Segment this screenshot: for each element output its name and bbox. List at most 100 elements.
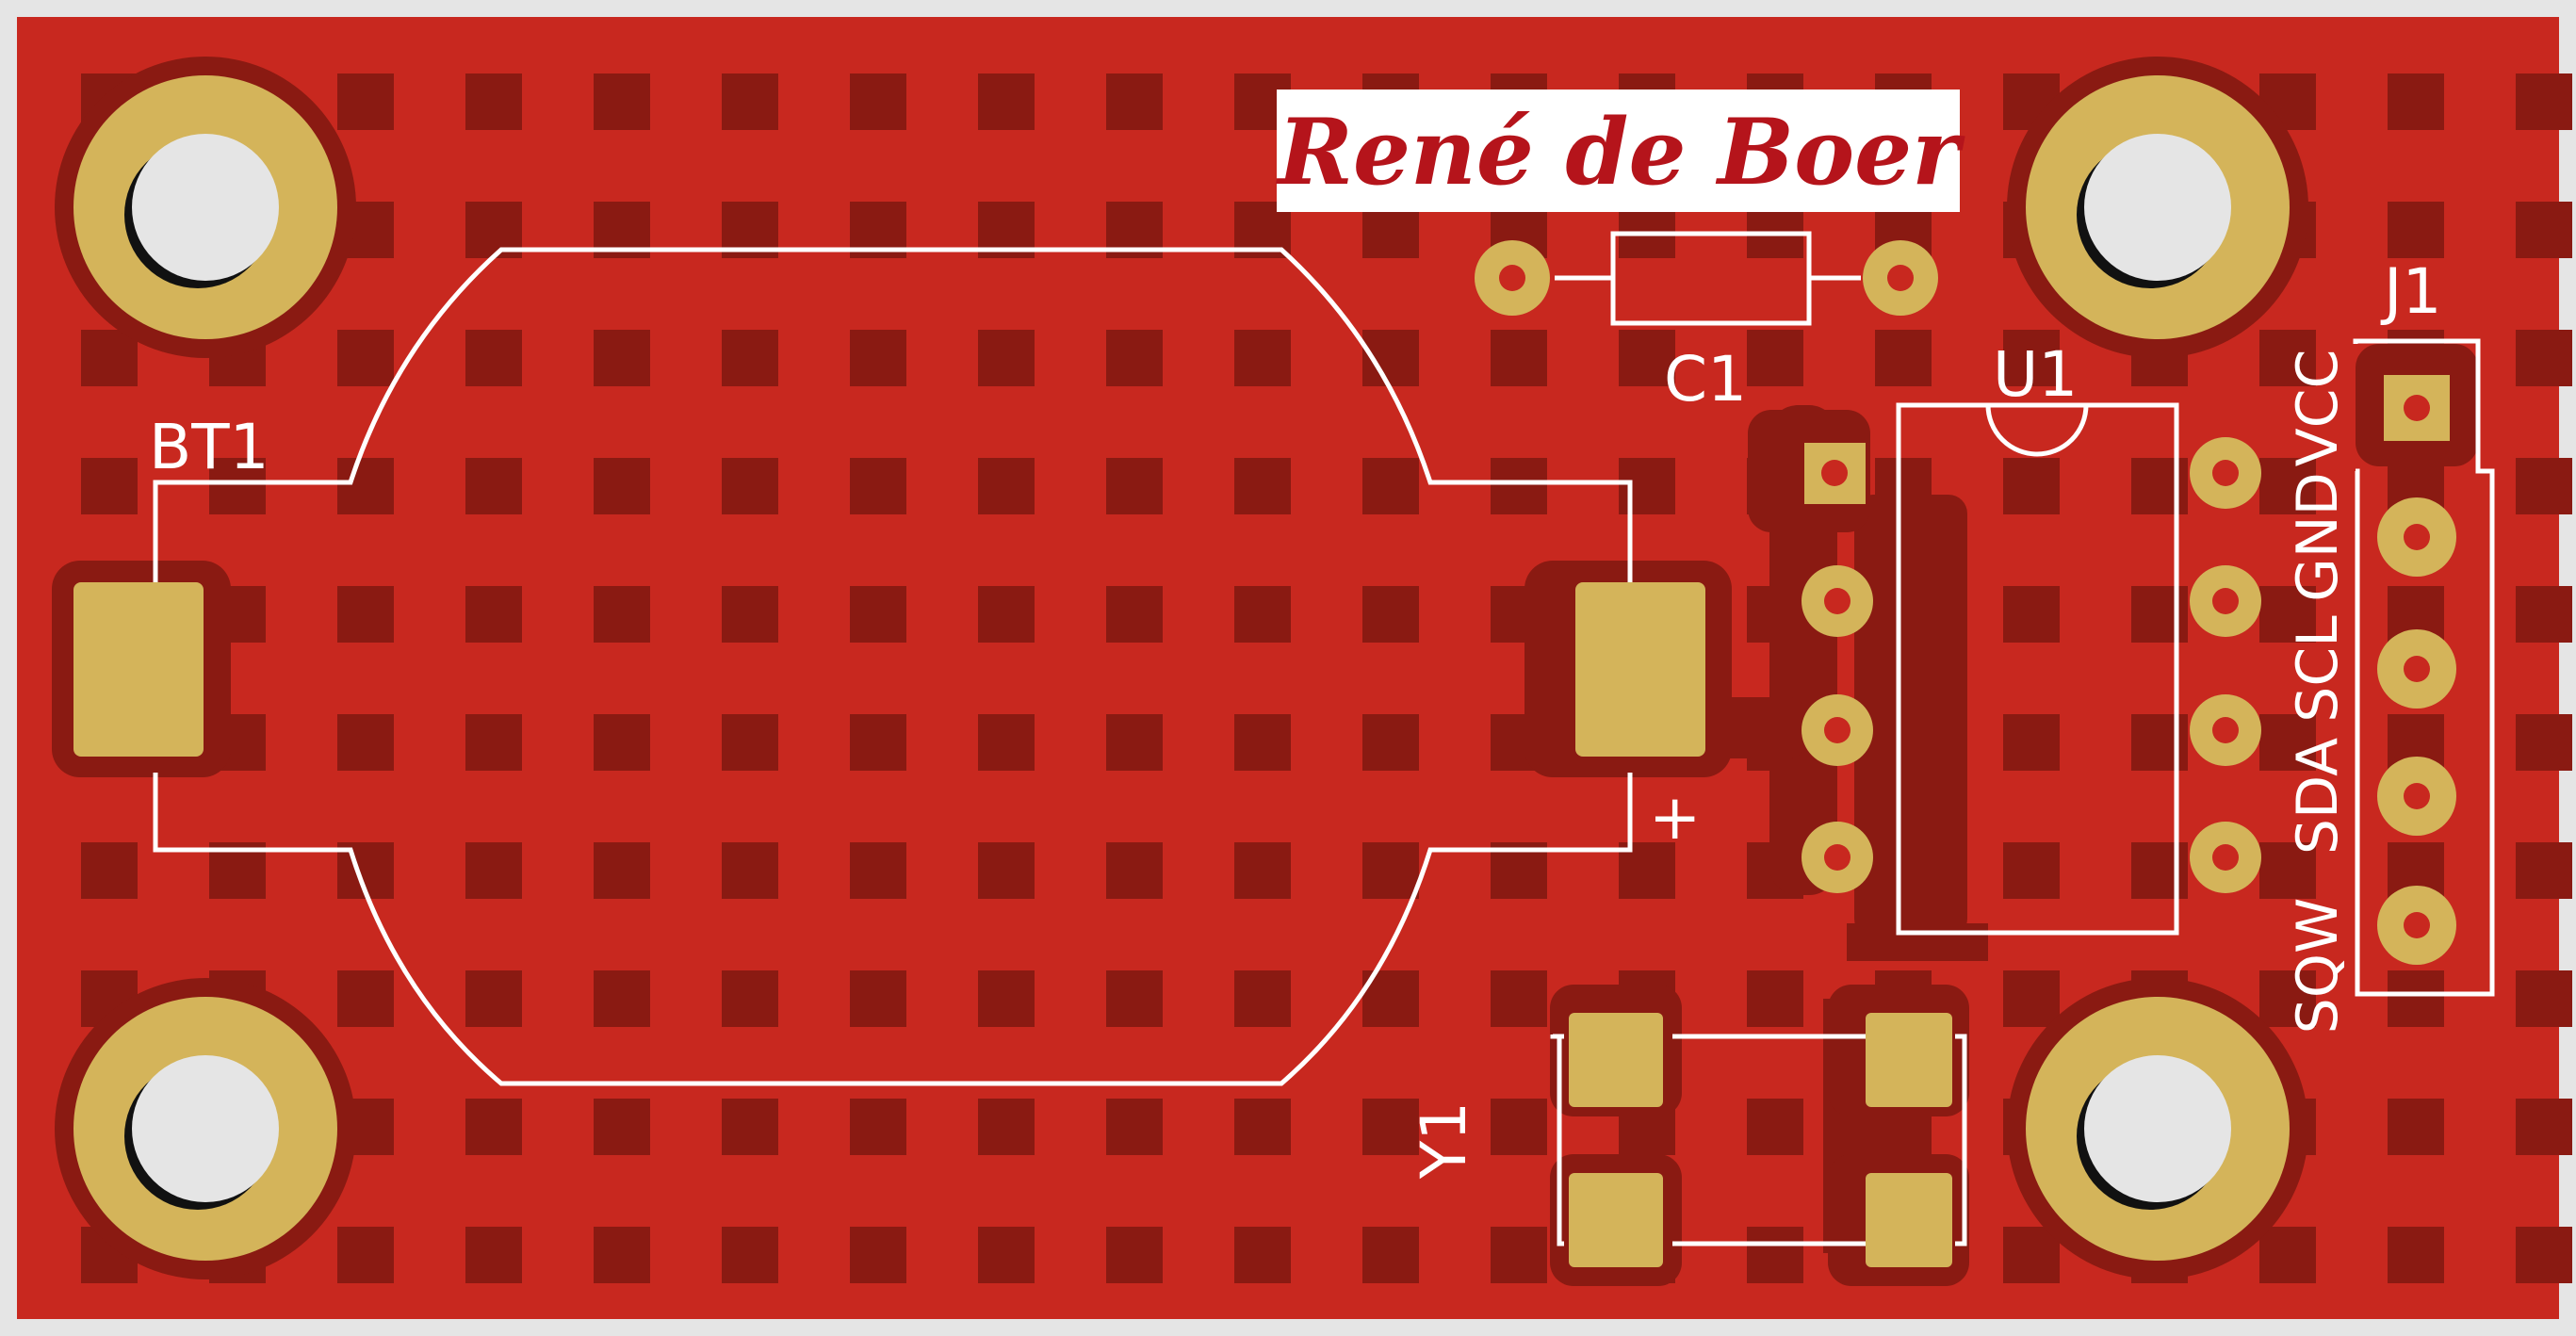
grid-square <box>2516 1227 2572 1283</box>
grid-square <box>465 970 522 1027</box>
grid-square <box>850 1227 906 1283</box>
grid-square <box>722 458 778 514</box>
grid-square <box>850 458 906 514</box>
connector-ref: J1 <box>2380 255 2441 328</box>
grid-square <box>2259 1227 2316 1283</box>
grid-square <box>2259 842 2316 899</box>
grid-square <box>594 1099 650 1155</box>
grid-square <box>1491 970 1547 1027</box>
grid-square <box>1619 458 1675 514</box>
grid-square <box>2516 458 2572 514</box>
grid-square <box>2131 458 2188 514</box>
grid-square <box>465 330 522 386</box>
grid-square <box>465 73 522 130</box>
grid-square <box>978 586 1035 643</box>
grid-square <box>850 970 906 1027</box>
grid-square <box>2516 202 2572 258</box>
grid-square <box>2003 1227 2060 1283</box>
grid-square <box>594 970 650 1027</box>
grid-square <box>978 330 1035 386</box>
crystal-outline <box>1550 1034 1967 1246</box>
grid-square <box>722 714 778 771</box>
grid-square <box>337 714 394 771</box>
grid-square <box>978 970 1035 1027</box>
grid-square <box>465 842 522 899</box>
grid-square <box>1234 1099 1291 1155</box>
grid-square <box>2516 970 2572 1027</box>
grid-square <box>2003 842 2060 899</box>
grid-square <box>2259 714 2316 771</box>
grid-square <box>1106 1099 1163 1155</box>
battery-pad-positive <box>1575 582 1705 757</box>
grid-square <box>2259 330 2316 386</box>
grid-square <box>850 73 906 130</box>
grid-square <box>2131 586 2188 643</box>
mounting-hole-bottom-left <box>55 978 356 1279</box>
crystal-ref: Y1 <box>1408 1101 1480 1180</box>
grid-square <box>337 73 394 130</box>
grid-square <box>2516 842 2572 899</box>
grid-square <box>1362 1099 1419 1155</box>
grid-square <box>1747 330 1803 386</box>
grid-square <box>465 458 522 514</box>
grid-square <box>1362 842 1419 899</box>
grid-square <box>1362 714 1419 771</box>
grid-square <box>1875 330 1932 386</box>
pin-label-scl: SCL <box>2285 615 2351 723</box>
grid-square <box>978 73 1035 130</box>
battery-ref: BT1 <box>149 411 269 483</box>
pin-label-gnd: GND <box>2285 472 2351 602</box>
grid-square <box>1491 1227 1547 1283</box>
grid-square <box>2516 586 2572 643</box>
grid-square <box>2259 458 2316 514</box>
ic-ref: U1 <box>1993 338 2078 411</box>
logo-text: René de Boer <box>1275 99 1965 205</box>
connector-outline <box>2353 338 2495 997</box>
grid-square <box>722 73 778 130</box>
grid-square <box>2131 714 2188 771</box>
grid-square <box>2259 586 2316 643</box>
grid-square <box>594 1227 650 1283</box>
grid-square <box>1619 330 1675 386</box>
grid-square <box>1106 73 1163 130</box>
grid-square <box>2516 714 2572 771</box>
grid-square <box>2003 586 2060 643</box>
grid-square <box>465 1099 522 1155</box>
grid-square <box>2131 842 2188 899</box>
grid-square <box>2388 73 2444 130</box>
grid-square <box>1362 586 1419 643</box>
grid-square <box>337 1227 394 1283</box>
grid-square <box>1234 714 1291 771</box>
grid-square <box>81 330 138 386</box>
grid-square <box>337 586 394 643</box>
battery-polarity-mark: + <box>1649 781 1701 854</box>
grid-square <box>2003 714 2060 771</box>
crystal-pad-4 <box>1866 1173 1952 1267</box>
grid-square <box>722 842 778 899</box>
grid-square <box>1106 458 1163 514</box>
logo: René de Boer <box>1275 90 1965 212</box>
crystal-pad-2 <box>1569 1173 1663 1267</box>
grid-square <box>465 586 522 643</box>
grid-square <box>1747 1227 1803 1283</box>
mounting-holes <box>55 57 2308 1279</box>
grid-square <box>2516 73 2572 130</box>
grid-square <box>850 586 906 643</box>
grid-square <box>722 970 778 1027</box>
grid-square <box>337 330 394 386</box>
grid-square <box>1362 1227 1419 1283</box>
mounting-hole-top-left <box>55 57 356 358</box>
grid-square <box>1234 586 1291 643</box>
grid-square <box>594 458 650 514</box>
crystal: Y1 <box>1408 1013 1967 1267</box>
grid-square <box>1106 586 1163 643</box>
ic-chip: U1 <box>1802 338 2261 936</box>
grid-square <box>1106 970 1163 1027</box>
grid-square <box>850 1099 906 1155</box>
grid-square <box>2388 202 2444 258</box>
mounting-hole-top-right <box>2007 57 2308 358</box>
grid-square <box>594 73 650 130</box>
ic-outline <box>1896 402 2179 936</box>
capacitor-ref: C1 <box>1664 343 1747 415</box>
